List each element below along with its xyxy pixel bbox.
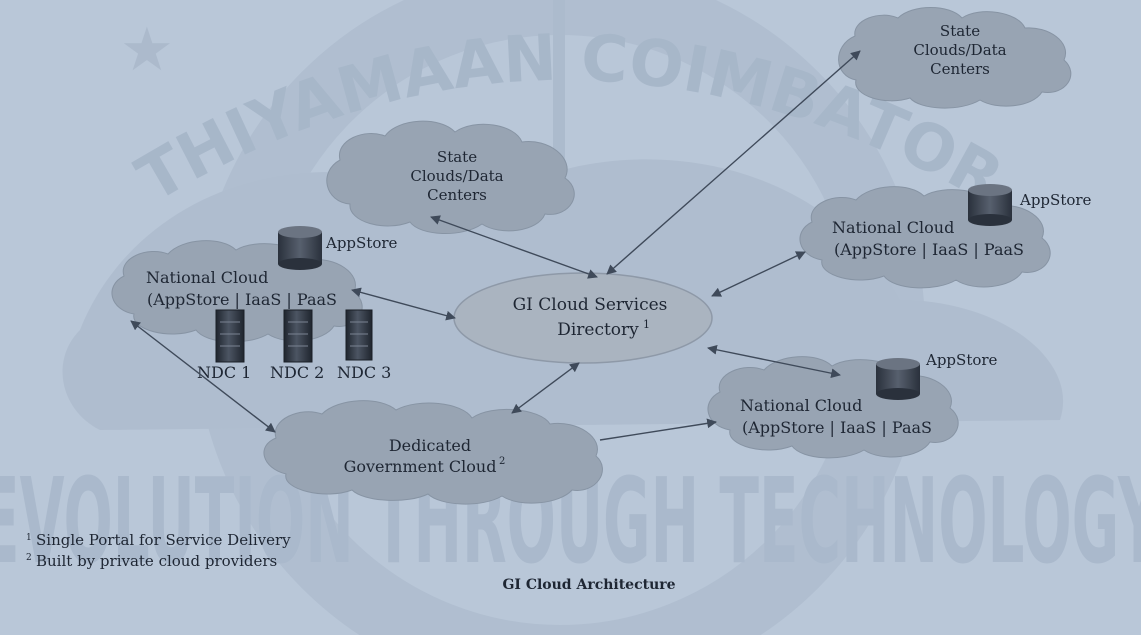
national-cloud-right-top-line1: National Cloud	[832, 218, 954, 237]
dedicated-cloud-line1: Dedicated	[389, 436, 471, 455]
state-cloud-2-line2: Clouds/Data	[913, 41, 1006, 59]
arrow-state1-hub	[430, 215, 598, 279]
watermark-star-icon: ★	[120, 15, 174, 85]
gi-cloud-services-directory: GI Cloud Services Directory 1	[453, 272, 713, 364]
arrow-dedicated-national-right-bottom	[599, 418, 717, 441]
dedicated-government-cloud: Dedicated Government Cloud 2	[263, 400, 603, 505]
server-icon-ndc3	[345, 309, 373, 361]
diagram-title: GI Cloud Architecture	[502, 577, 675, 593]
hub-line1: GI Cloud Services	[513, 295, 668, 315]
national-cloud-right-bottom-line2: (AppStore | IaaS | PaaS	[742, 418, 932, 437]
appstore-db-icon-right-top	[968, 184, 1012, 226]
arrow-hub-national-right-top	[711, 251, 806, 297]
national-cloud-right-bottom-line1: National Cloud	[740, 396, 862, 415]
arrow-hub-national-right-bottom	[707, 344, 841, 379]
appstore-label-right-bottom: AppStore	[925, 351, 998, 369]
appstore-label-right-top: AppStore	[1019, 191, 1092, 209]
appstore-label-left: AppStore	[325, 234, 398, 252]
appstore-db-icon-left	[278, 226, 322, 270]
arrow-national-left-hub	[351, 287, 456, 321]
state-cloud-2-line1: State	[940, 22, 980, 40]
state-cloud-1-line1: State	[437, 148, 477, 166]
connector-lines	[130, 50, 861, 441]
footnote-2-marker: 2	[26, 553, 32, 563]
national-cloud-left-line2: (AppStore | IaaS | PaaS	[147, 290, 337, 309]
ndc-label-1: NDC 1	[197, 363, 251, 382]
footnote-1-marker: 1	[26, 533, 32, 543]
hub-line2: Directory	[557, 320, 639, 340]
dedicated-cloud-note-marker: 2	[499, 456, 505, 467]
server-icon-ndc2	[283, 309, 313, 363]
footnotes: 1 Single Portal for Service Delivery 2 B…	[26, 531, 291, 570]
arrow-hub-dedicated	[511, 362, 580, 414]
national-cloud-right-top-line2: (AppStore | IaaS | PaaS	[834, 240, 1024, 259]
state-cloud-1: State Clouds/Data Centers	[326, 120, 575, 234]
ndc-label-2: NDC 2	[270, 363, 324, 382]
hub-note-marker: 1	[643, 318, 650, 331]
footnote-2-text: Built by private cloud providers	[36, 552, 277, 570]
state-cloud-1-line3: Centers	[427, 186, 487, 204]
arrow-national-left-dedicated	[130, 320, 276, 433]
arrow-hub-state2	[606, 50, 861, 275]
state-cloud-2: State Clouds/Data Centers	[838, 7, 1072, 109]
national-cloud-left-line1: National Cloud	[146, 268, 268, 287]
footnote-1-text: Single Portal for Service Delivery	[36, 531, 291, 549]
server-icon-ndc1	[215, 309, 245, 363]
ndc-label-3: NDC 3	[337, 363, 391, 382]
dedicated-cloud-line2: Government Cloud	[344, 457, 497, 476]
state-cloud-2-line3: Centers	[930, 60, 990, 78]
state-cloud-1-line2: Clouds/Data	[410, 167, 503, 185]
appstore-db-icon-right-bottom	[876, 358, 920, 400]
